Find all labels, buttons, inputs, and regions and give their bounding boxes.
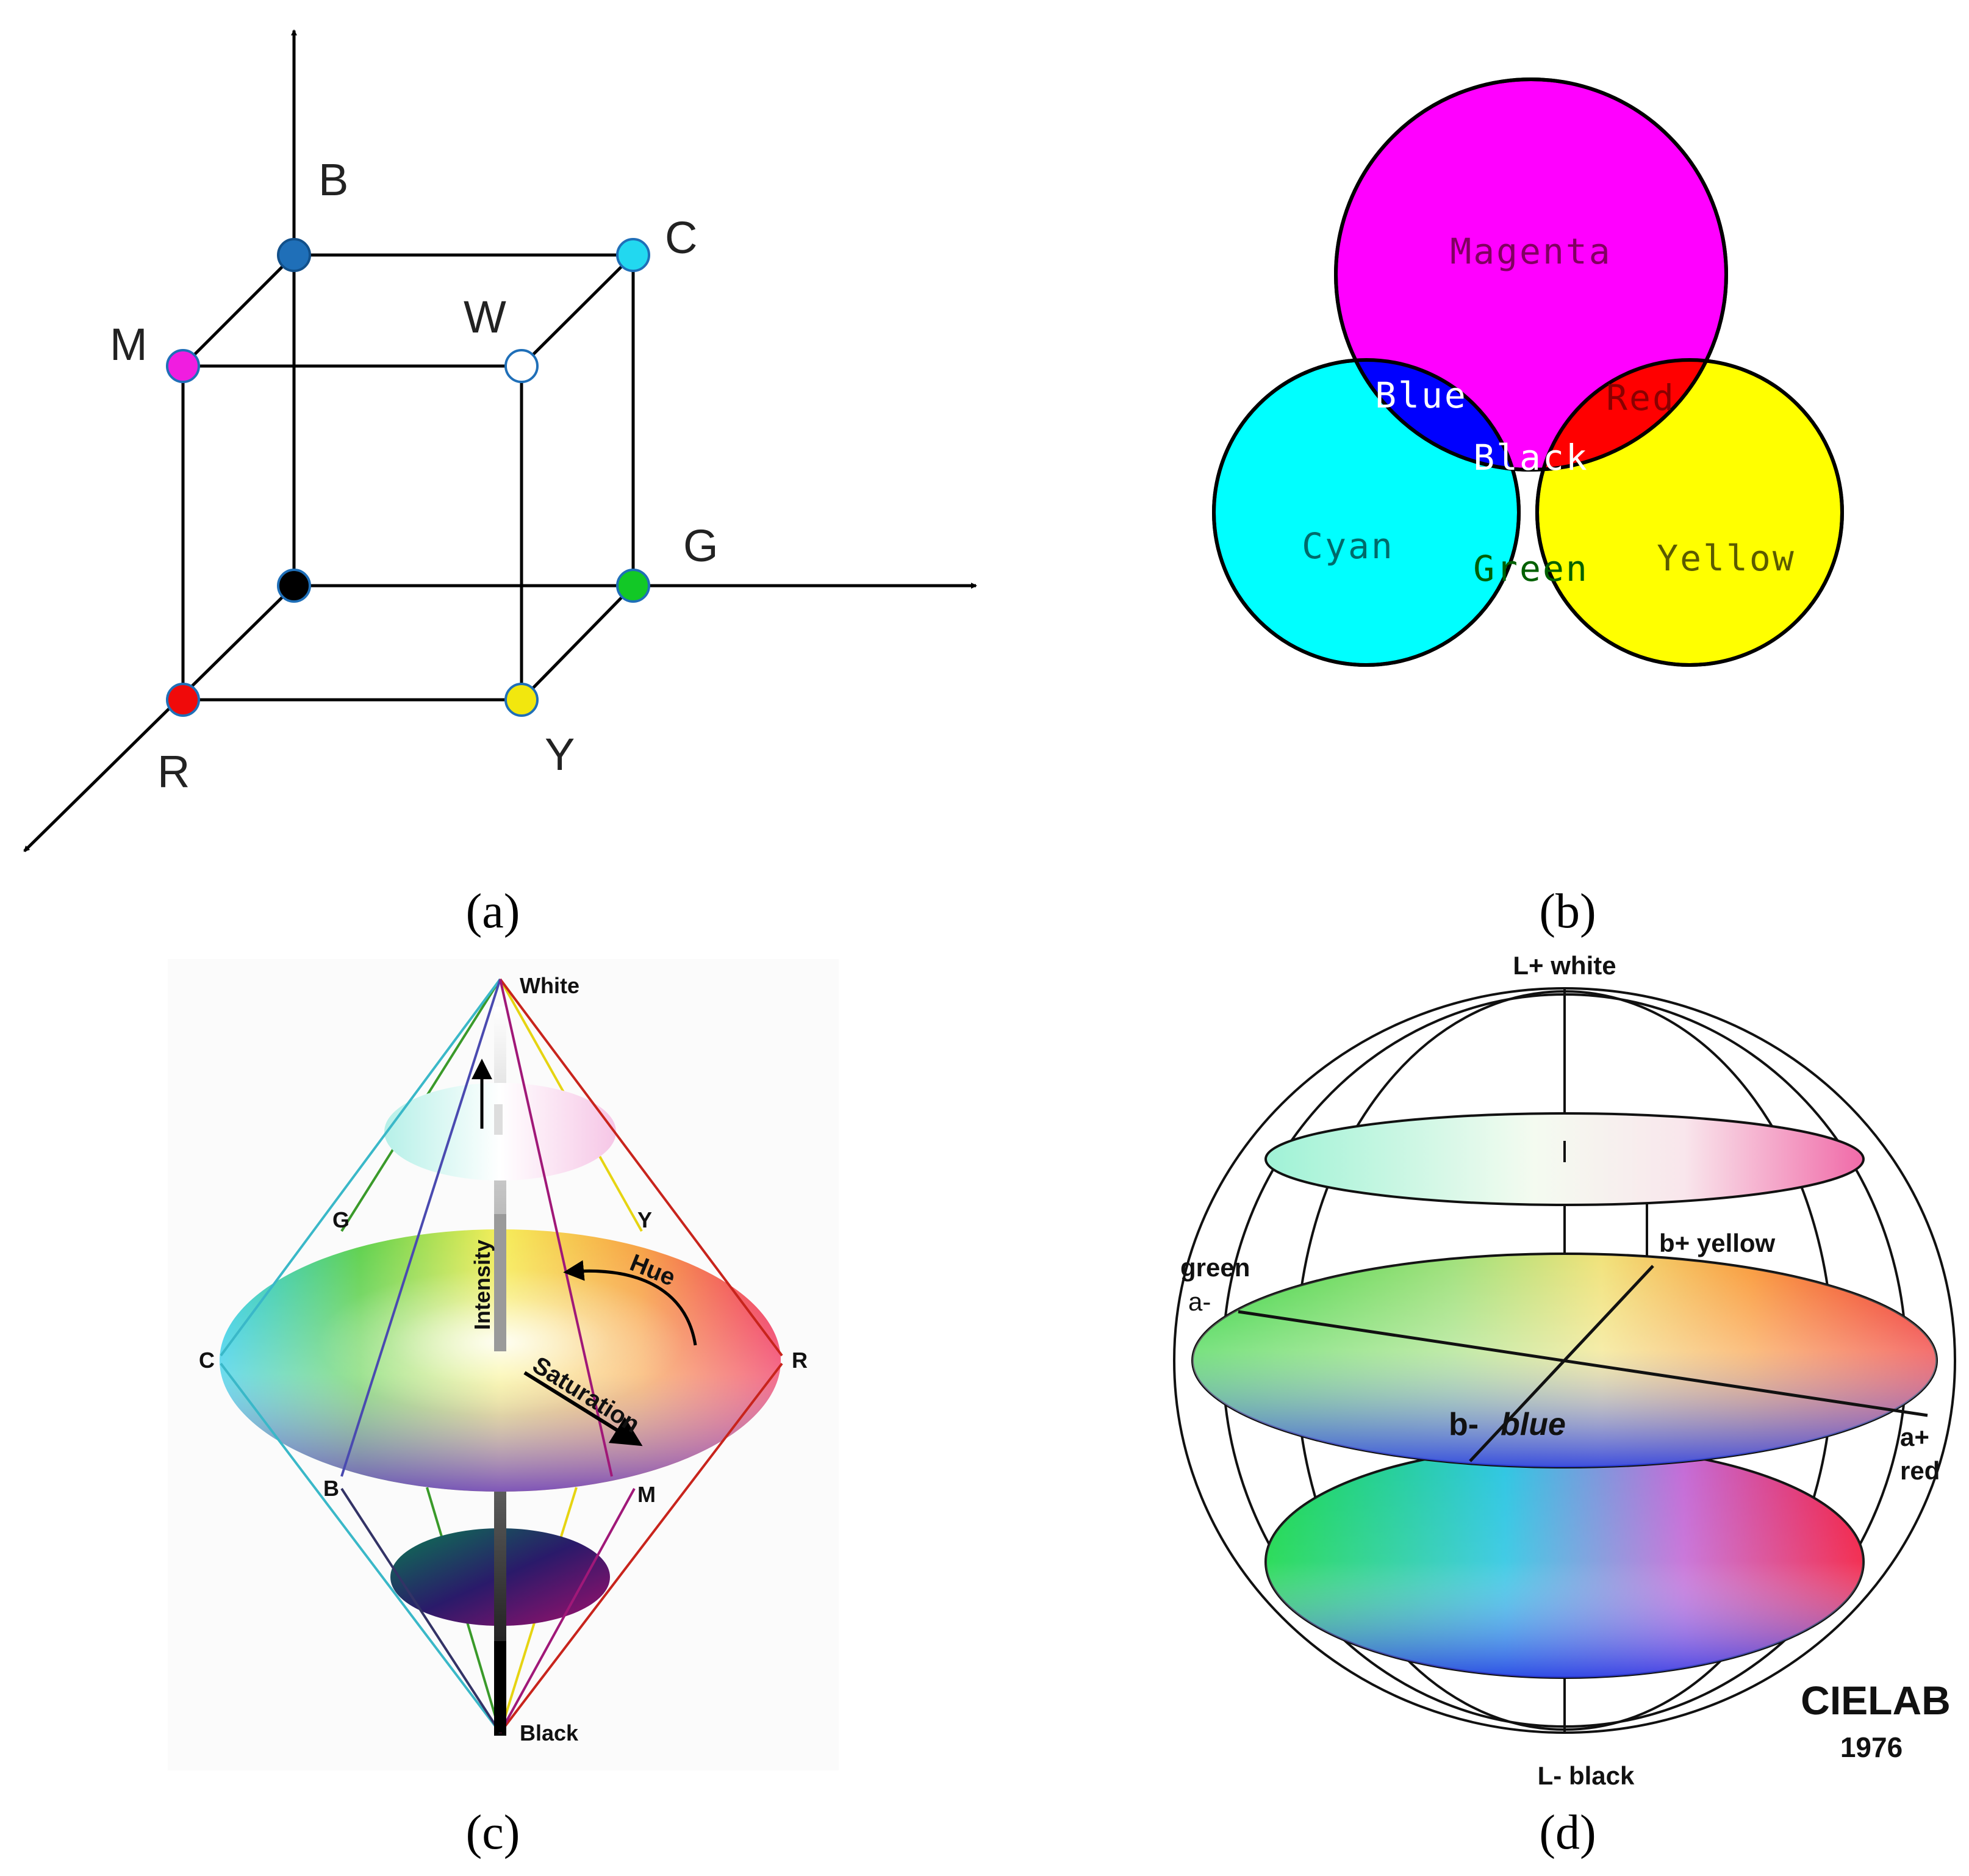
label-y: Y	[545, 729, 575, 780]
saturation-arrow	[523, 1371, 643, 1447]
label-cyan: Cyan	[1302, 525, 1394, 567]
label-b-c: B	[323, 1476, 339, 1501]
label-cielab: CIELAB	[1801, 1678, 1951, 1723]
cielab-sphere-diagram: L+ white L- black b+ yellow green a- b- …	[1173, 951, 1956, 1860]
label-black-c: Black	[520, 1720, 579, 1745]
red-axis	[23, 584, 295, 852]
label-r-c: R	[792, 1348, 808, 1373]
caption-a: (a)	[466, 885, 520, 938]
label-g: G	[683, 520, 719, 571]
hue-arrow	[563, 1260, 697, 1346]
label-c-c: C	[199, 1348, 215, 1373]
label-blue: Blue	[1375, 375, 1468, 416]
label-year: 1976	[1840, 1731, 1903, 1763]
cyan-vertex	[616, 238, 650, 272]
label-r: R	[157, 746, 190, 797]
label-yellow: Yellow	[1657, 537, 1796, 579]
caption-d: (d)	[1539, 1806, 1596, 1860]
label-red-d: red	[1900, 1456, 1940, 1485]
label-b: B	[318, 154, 348, 205]
red-vertex	[166, 683, 200, 717]
label-blue-d: blue	[1501, 1407, 1566, 1442]
label-black: Black	[1473, 437, 1589, 478]
label-green-d: green	[1180, 1253, 1250, 1282]
label-white: White	[520, 973, 579, 998]
caption-c: (c)	[466, 1806, 520, 1860]
label-a-plus: a+	[1900, 1423, 1929, 1451]
label-m: M	[110, 319, 148, 370]
yellow-vertex	[504, 683, 539, 717]
lab-axes	[1238, 1265, 1928, 1462]
label-intensity: Intensity	[470, 1240, 495, 1330]
label-magenta: Magenta	[1450, 231, 1612, 272]
cube-edges	[181, 253, 635, 702]
rgb-cube-diagram: B C M W G R Y (a)	[23, 29, 977, 938]
label-a-minus: a-	[1188, 1287, 1211, 1316]
white-vertex	[504, 349, 539, 383]
label-l-plus: L+ white	[1513, 951, 1616, 980]
label-w: W	[464, 292, 506, 342]
label-b-plus: b+ yellow	[1659, 1229, 1776, 1257]
label-l-minus: L- black	[1538, 1761, 1635, 1790]
label-m-c: M	[637, 1482, 656, 1507]
label-c: C	[665, 212, 697, 263]
hsi-double-cone-diagram: White Black G Y C R B M Intensity Hue Sa…	[168, 959, 839, 1860]
cmy-venn-diagram: Magenta Cyan Yellow Blue Red Black Green…	[1212, 77, 1844, 938]
label-red: Red	[1606, 377, 1676, 419]
label-b-minus: b-	[1449, 1407, 1479, 1442]
magenta-vertex	[166, 349, 200, 383]
black-vertex	[277, 569, 311, 603]
label-g-c: G	[332, 1207, 350, 1232]
blue-vertex	[277, 238, 311, 272]
green-vertex	[616, 569, 650, 603]
label-green: Green	[1473, 548, 1589, 589]
caption-b: (b)	[1539, 885, 1596, 938]
label-y-c: Y	[637, 1207, 652, 1232]
